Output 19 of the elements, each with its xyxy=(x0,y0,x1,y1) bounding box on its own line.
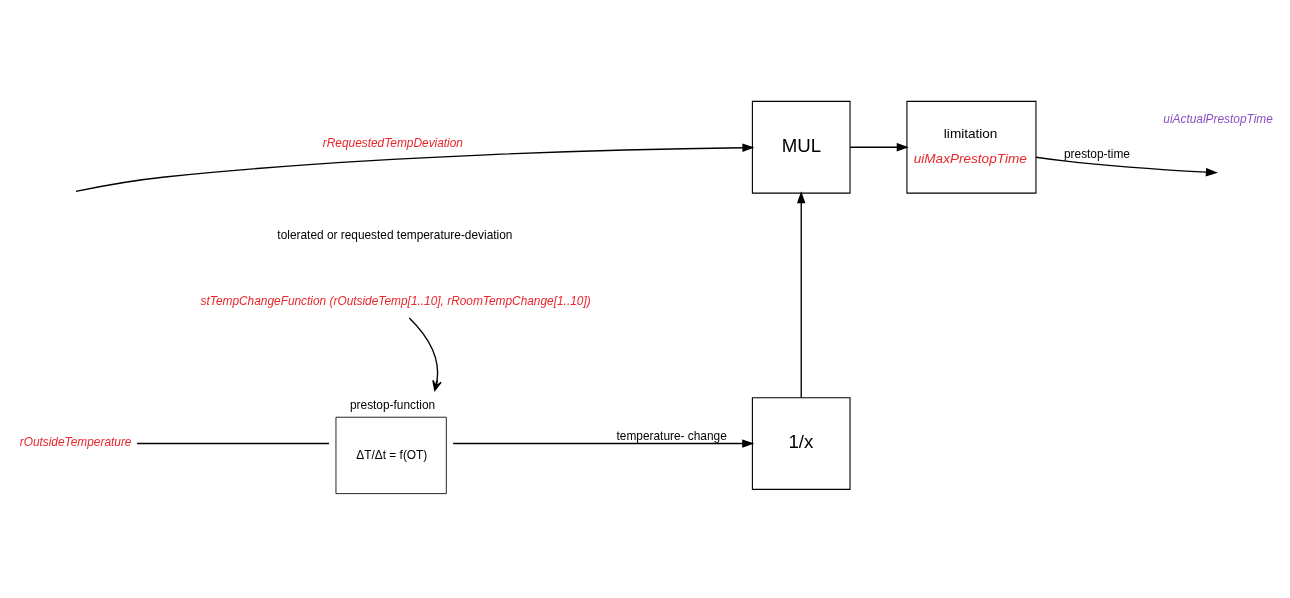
node-box: MUL xyxy=(751,100,851,194)
arrow xyxy=(408,317,442,392)
node-box: limitation uiMaxPrestopTime xyxy=(906,100,1037,194)
node-label: prestop-function xyxy=(349,397,436,412)
arrow xyxy=(849,143,909,152)
arrow xyxy=(1035,156,1218,177)
connector xyxy=(136,442,330,445)
arrow xyxy=(452,439,755,448)
edge-label: temperature- change xyxy=(616,429,727,444)
arrow xyxy=(75,143,755,193)
label: tolerated or requested temperature-deviation xyxy=(277,227,513,242)
arrow xyxy=(797,191,806,399)
node-text: rOutsideTemperature xyxy=(19,434,132,449)
node-box: 1/x xyxy=(751,397,851,490)
node-text: stTempChangeFunction (rOutsideTemp[1..10], rRoomTempChange[1..10]) xyxy=(200,293,591,308)
label: uiActualPrestopTime xyxy=(1163,112,1273,127)
node-box: ΔT/Δt = f(OT) xyxy=(335,416,447,495)
edge-label: prestop-time xyxy=(1063,146,1130,161)
edge-label: rRequestedTempDeviation xyxy=(322,136,463,151)
